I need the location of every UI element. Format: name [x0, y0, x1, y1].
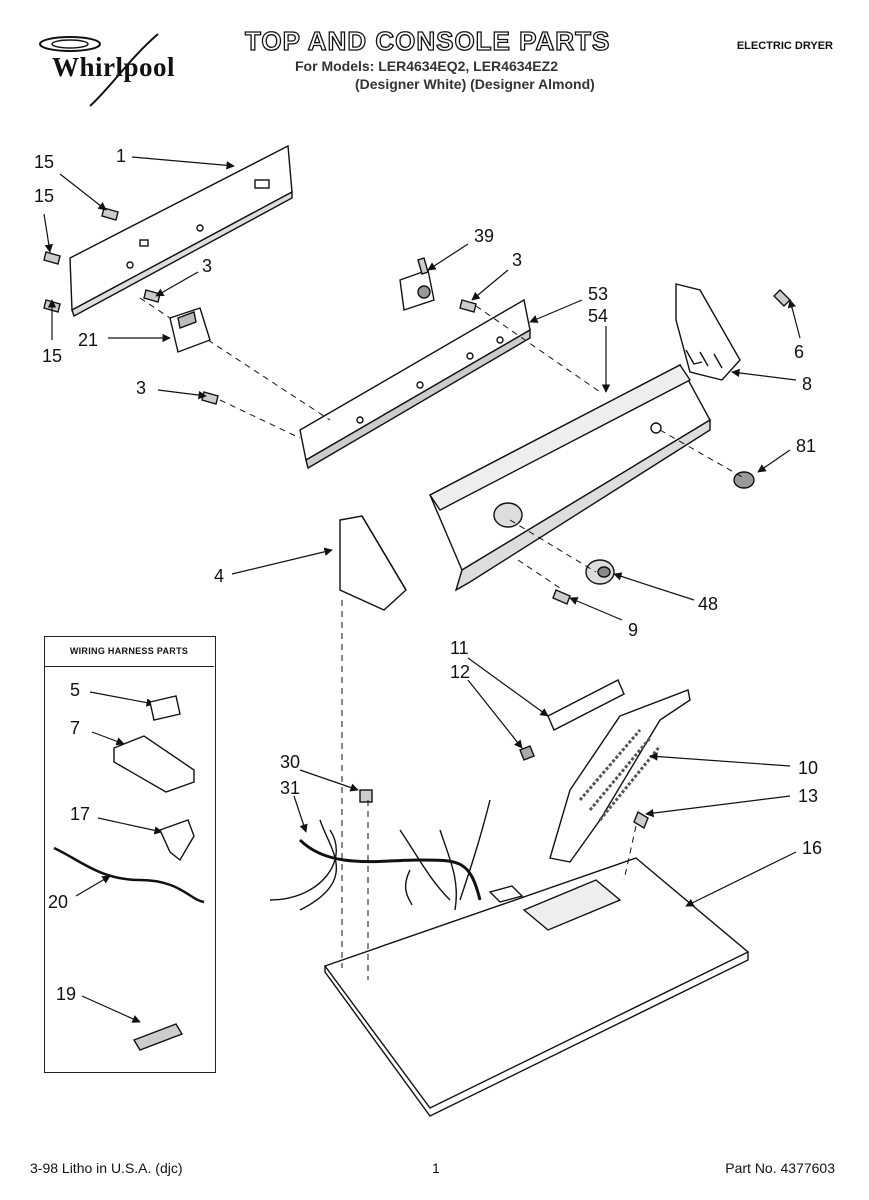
callout-48: 48: [698, 594, 719, 614]
part-clip-30: [359, 789, 373, 803]
part-top-panel-16: [323, 857, 750, 1117]
callout-9: 9: [628, 620, 639, 640]
callout-21: 21: [78, 330, 99, 350]
part-console-54: [428, 364, 711, 592]
part-lint-screen-10: [549, 689, 691, 863]
product-type: ELECTRIC DRYER: [736, 40, 833, 52]
callout-6: 6: [794, 342, 805, 362]
part-screw-3c: [459, 299, 477, 313]
callout-4: 4: [214, 566, 225, 586]
brand-name: Whirlpool: [52, 52, 176, 82]
callout-10: 10: [798, 758, 819, 778]
footer-part-number: Part No. 4377603: [725, 1160, 835, 1176]
part-screw-3a: [143, 289, 161, 303]
part-17: [159, 819, 195, 862]
part-screw-9: [552, 589, 571, 605]
callout-arrows: [43, 156, 801, 1023]
callout-31: 31: [280, 778, 301, 798]
part-control-panel-plate: [69, 144, 293, 318]
callout-53: 53: [588, 284, 609, 304]
legend-heading: WIRING HARNESS PARTS: [44, 636, 214, 667]
models-line: For Models: LER4634EQ2, LER4634EZ2: [295, 58, 558, 74]
leader-lines: [139, 297, 745, 980]
part-wiring-harness-31: [269, 799, 491, 911]
callout-7: 7: [70, 718, 81, 738]
part-7: [113, 735, 195, 793]
callout-3: 3: [136, 378, 147, 398]
part-console-bracket: [299, 298, 531, 470]
callout-5: 5: [70, 680, 81, 700]
whirlpool-logo-icon: [39, 33, 159, 107]
callout-15: 15: [34, 152, 55, 172]
callout-12: 12: [450, 662, 471, 682]
part-endcap-4: [339, 515, 407, 611]
part-39: [399, 257, 435, 311]
callout-19: 19: [56, 984, 77, 1004]
part-switch-21: [169, 307, 211, 353]
part-button-81: [733, 471, 755, 489]
legend-parts: [53, 695, 205, 1051]
callout-30: 30: [280, 752, 301, 772]
part-screw-3b: [201, 391, 219, 405]
footer-litho: 3-98 Litho in U.S.A. (djc): [30, 1160, 183, 1176]
part-5: [149, 695, 181, 721]
callout-15: 15: [34, 186, 55, 206]
callout-13: 13: [798, 786, 819, 806]
part-knob-48: [585, 559, 615, 585]
callout-3: 3: [202, 256, 213, 276]
part-12: [519, 745, 535, 761]
callout-54: 54: [588, 306, 609, 326]
callout-39: 39: [474, 226, 495, 246]
callout-3: 3: [512, 250, 523, 270]
callout-20: 20: [48, 892, 69, 912]
colors-line: (Designer White) (Designer Almond): [355, 76, 595, 92]
callout-81: 81: [796, 436, 817, 456]
part-endcap-8: [675, 283, 741, 381]
callout-16: 16: [802, 838, 823, 858]
callout-15: 15: [42, 346, 63, 366]
callout-11: 11: [450, 638, 469, 658]
part-19: [132, 1023, 184, 1051]
part-20: [53, 846, 205, 904]
callout-17: 17: [70, 804, 91, 824]
part-11: [547, 679, 625, 731]
callout-1: 1: [116, 146, 127, 166]
part-screw-13: [633, 810, 649, 830]
part-screw-6: [773, 289, 791, 307]
page-title: TOP AND CONSOLE PARTS: [244, 25, 611, 56]
wiring-harness-legend: [44, 636, 216, 1073]
callout-8: 8: [802, 374, 813, 394]
footer-page-number: 1: [432, 1160, 440, 1176]
